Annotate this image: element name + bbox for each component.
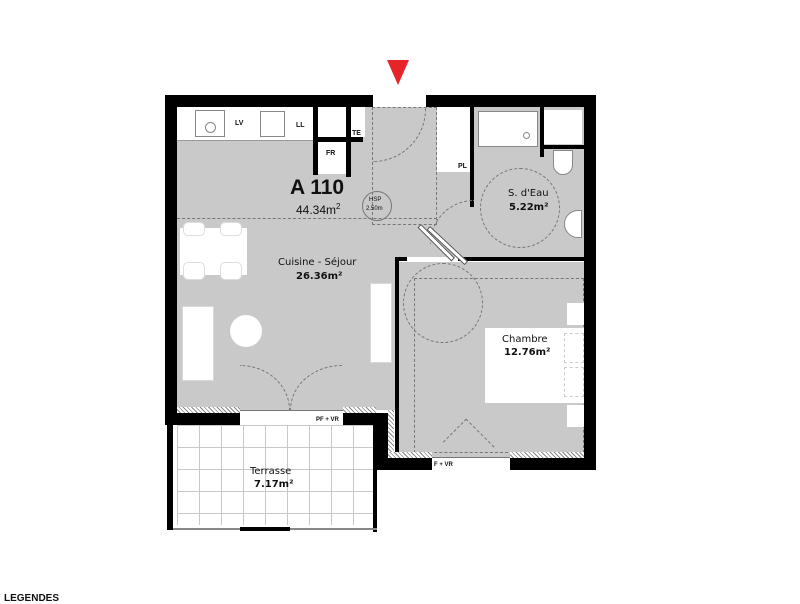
tv-unit [370, 283, 392, 363]
dining-chair [183, 262, 205, 280]
coffee-table [230, 315, 262, 347]
room-area-living: 26.36m² [296, 271, 343, 282]
terrace-wall-right [373, 470, 377, 532]
fixture-lv: LV [235, 120, 244, 127]
te-box [351, 107, 365, 137]
living-bedroom-hatch [388, 410, 394, 452]
living-hatch-left [177, 407, 240, 413]
bedroom-hatch-right [510, 452, 584, 458]
legend-title: LEGENDES [4, 593, 60, 604]
sofa [182, 306, 214, 381]
dining-chair [220, 262, 242, 280]
room-area-terrace: 7.17m² [254, 479, 294, 490]
wc-cistern [544, 110, 582, 144]
total-area-value: 44.34m [296, 203, 337, 217]
room-area-bathroom: 5.22m² [509, 202, 549, 213]
fixture-fr: FR [326, 150, 336, 157]
room-name-bathroom: S. d'Eau [508, 188, 549, 199]
living-window-label: PF + VR [316, 417, 339, 423]
terrace-wall-left [167, 425, 173, 530]
cooktop-burner-icon [205, 122, 216, 133]
kitchen-counter [177, 107, 313, 141]
ceiling-height-value: 2.50m [366, 206, 383, 212]
wall-wc-top [540, 145, 584, 149]
room-name-living: Cuisine - Séjour [278, 257, 357, 268]
pillow [564, 367, 584, 397]
pillow [564, 333, 584, 363]
sink [260, 111, 285, 137]
wall-bottom-bedroom-left [376, 458, 432, 470]
bath-turn-circle [480, 168, 560, 248]
bedroom-turn-circle [403, 263, 483, 343]
fridge-cabinet [318, 142, 346, 174]
corridor-dash [372, 107, 437, 225]
wall-left [165, 95, 177, 425]
room-name-bedroom: Chambre [502, 334, 548, 345]
closet-top [318, 107, 346, 137]
title-dashline [177, 218, 437, 219]
bedroom-window-label: F + VR [434, 462, 453, 468]
dining-chair [220, 222, 242, 236]
wall-top-left [165, 95, 373, 107]
dining-chair [183, 222, 205, 236]
toilet [553, 150, 573, 175]
wall-bottom-bedroom-right [510, 458, 596, 470]
room-area-bedroom: 12.76m² [504, 347, 551, 358]
bed [485, 328, 584, 403]
bedroom-window-sill [432, 457, 510, 471]
apartment-total-area: 44.34m2 [296, 202, 340, 217]
ceiling-height-circle [362, 191, 392, 221]
terrace-floor [177, 425, 373, 525]
apartment-id: A 110 [290, 176, 345, 199]
wall-right [584, 95, 596, 470]
storage-closet [437, 107, 470, 172]
wall-bedroom-west-top [395, 257, 407, 261]
wall-closet-right [346, 107, 351, 177]
fixture-pl: PL [458, 163, 467, 170]
ceiling-height-label: HSP [369, 197, 382, 203]
wall-bedroom-west [395, 257, 399, 457]
wall-closet-horizontal [313, 137, 363, 142]
fixture-ll: LL [296, 122, 305, 129]
wall-bottom-living-left [165, 413, 240, 425]
terrace-railing-post [240, 527, 290, 531]
wall-bath-divider [540, 107, 544, 157]
living-window-sill [240, 410, 343, 426]
terrace-wall-right-upper [373, 413, 388, 470]
nightstand [567, 405, 584, 427]
wall-bathroom-west [470, 107, 474, 207]
wall-bedroom-north [458, 257, 584, 261]
living-hatch-right [343, 407, 376, 413]
entrance-arrow-icon [387, 60, 409, 85]
fixture-te: TE [352, 130, 361, 137]
total-area-unit-sup: 2 [336, 202, 341, 211]
bedroom-hatch-left [388, 452, 432, 458]
shower-tray [478, 111, 538, 147]
wall-top-right [426, 95, 596, 107]
cooktop [195, 110, 225, 137]
room-name-terrace: Terrasse [250, 466, 292, 477]
nightstand [567, 303, 584, 325]
shower-drain-icon [523, 132, 530, 139]
